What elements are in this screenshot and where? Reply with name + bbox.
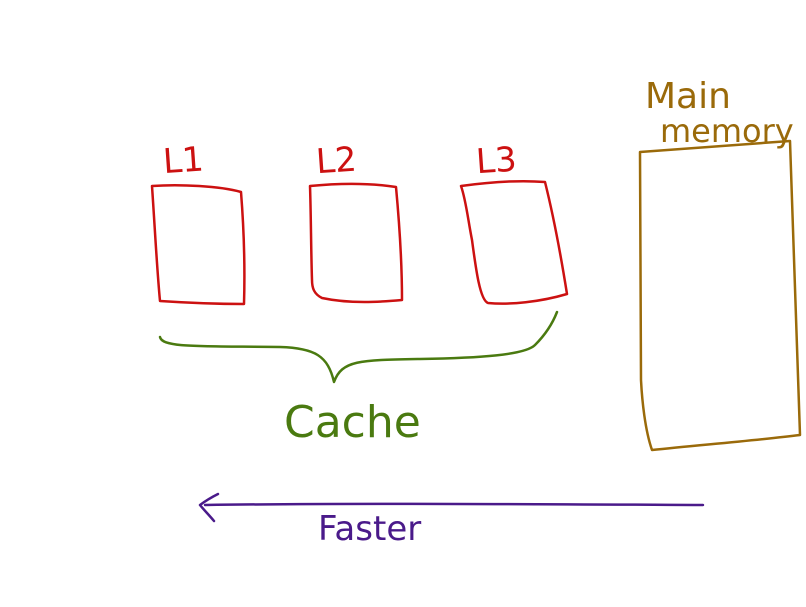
l3-label: L3 [475, 140, 518, 183]
main-memory: Main memory [638, 76, 802, 452]
faster-label: Faster [318, 509, 421, 549]
l3-cache: L3 [459, 140, 569, 305]
l2-label: L2 [315, 140, 358, 183]
l1-cache: L1 [150, 139, 246, 306]
main-memory-label-line1: Main [645, 76, 731, 117]
main-memory-label-line2: memory [660, 112, 794, 150]
cache-label: Cache [284, 397, 421, 448]
arrow-head [198, 492, 220, 523]
main-memory-box [638, 139, 802, 452]
l2-cache-box [308, 182, 404, 304]
l2-cache: L2 [308, 140, 404, 304]
l1-cache-box [150, 184, 246, 306]
faster-arrow: Faster [198, 492, 705, 549]
cache-brace [158, 310, 559, 384]
arrow-shaft [203, 502, 705, 507]
l1-label: L1 [162, 139, 205, 182]
l3-cache-box [459, 179, 569, 305]
